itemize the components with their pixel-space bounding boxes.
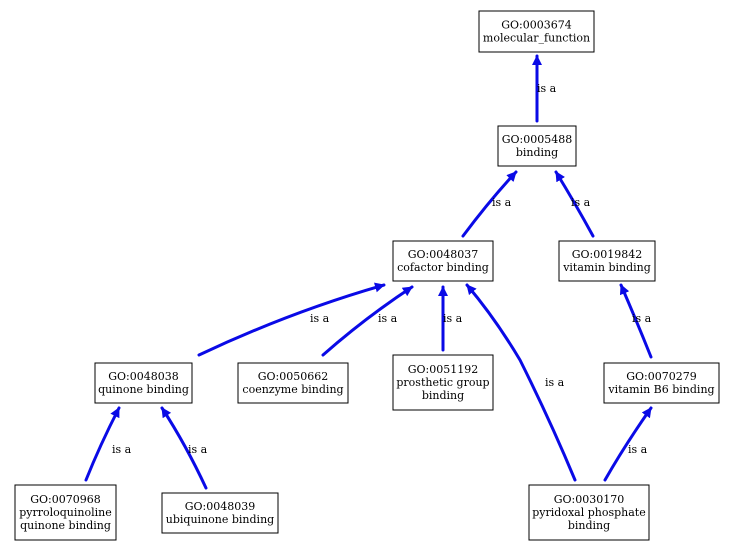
term-box xyxy=(558,240,656,282)
term-name: molecular_function xyxy=(483,32,590,45)
term-id: GO:0070968 xyxy=(30,493,101,506)
term-name: pyridoxal phosphate xyxy=(532,506,645,519)
term-id: GO:0048039 xyxy=(185,500,256,513)
edge-arrow xyxy=(554,170,595,238)
term-name: binding xyxy=(568,519,610,532)
term-box xyxy=(478,10,595,53)
edge-arrow xyxy=(603,406,653,482)
term-box xyxy=(161,492,279,534)
term-name: coenzyme binding xyxy=(242,383,343,396)
term-id: GO:0048037 xyxy=(408,248,479,261)
term-name: quinone binding xyxy=(98,383,189,396)
term-name: ubiquinone binding xyxy=(166,513,274,526)
term-id: GO:0050662 xyxy=(258,370,329,383)
edge-arrow xyxy=(619,283,653,359)
edge-label: is a xyxy=(571,196,591,209)
term-id: GO:0019842 xyxy=(572,248,643,261)
term-id: GO:0070279 xyxy=(626,370,697,383)
edge-label: is a xyxy=(188,443,208,456)
term-name: cofactor binding xyxy=(397,261,489,274)
term-box xyxy=(603,362,720,404)
term-id: GO:0030170 xyxy=(554,493,625,506)
edge-label: is a xyxy=(112,443,132,456)
term-box xyxy=(237,362,349,404)
term-name: pyrroloquinoline xyxy=(19,506,112,519)
nodes-layer: GO:0003674molecular_functionGO:0005488bi… xyxy=(14,10,720,541)
term-id: GO:0048038 xyxy=(108,370,179,383)
edge-label: is a xyxy=(443,312,463,325)
term-id: GO:0051192 xyxy=(408,363,479,376)
edge-label: is a xyxy=(628,443,648,456)
term-name: binding xyxy=(422,389,464,402)
term-box xyxy=(497,125,577,167)
edge-arrow xyxy=(84,406,121,482)
edge-label: is a xyxy=(492,196,512,209)
term-name: binding xyxy=(516,146,558,159)
term-box xyxy=(94,362,193,404)
edge-arrow xyxy=(465,283,577,482)
edge-label: is a xyxy=(545,376,565,389)
term-id: GO:0005488 xyxy=(502,133,573,146)
term-id: GO:0003674 xyxy=(501,19,572,32)
edge-label: is a xyxy=(632,312,652,325)
edges-layer: is a is a is a is a is a is a is a is a is a is a… xyxy=(84,54,653,490)
term-name: prosthetic group xyxy=(396,376,489,389)
edge-arrow xyxy=(321,285,414,357)
term-name: vitamin binding xyxy=(562,261,651,274)
edge-arrow xyxy=(160,406,208,490)
edge-arrow xyxy=(461,170,518,238)
term-name: quinone binding xyxy=(20,519,111,532)
edge-arrow xyxy=(197,282,386,357)
edge-label: is a xyxy=(310,312,330,325)
term-name: vitamin B6 binding xyxy=(607,383,714,396)
term-box xyxy=(528,484,650,541)
term-box xyxy=(14,484,117,541)
term-box xyxy=(392,240,494,282)
term-box xyxy=(392,354,494,411)
edge-label: is a xyxy=(378,312,398,325)
edge-label: is a xyxy=(537,82,557,95)
